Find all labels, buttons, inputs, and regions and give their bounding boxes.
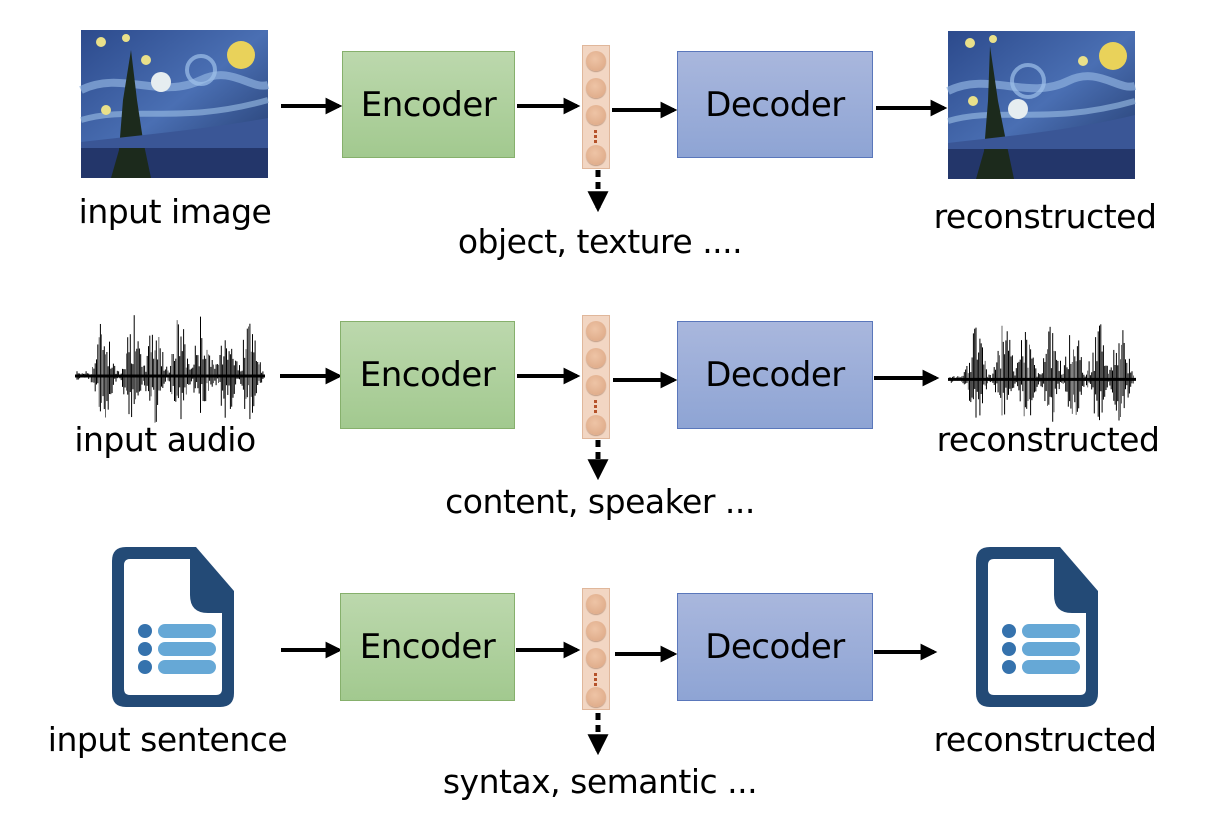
latent-node xyxy=(586,145,606,165)
ellipsis-icon xyxy=(594,673,597,688)
latent-node xyxy=(586,105,606,125)
output-label: reconstructed xyxy=(933,720,1157,759)
encoder-box: Encoder xyxy=(340,593,515,701)
ellipsis-icon xyxy=(594,400,597,415)
latent-node xyxy=(586,51,606,71)
input-label: input audio xyxy=(74,420,256,459)
ellipsis-icon xyxy=(594,130,597,145)
latent-vector xyxy=(582,588,610,710)
input-label: input sentence xyxy=(47,720,288,759)
encoder-box: Encoder xyxy=(342,51,515,158)
reconstructed-image-painting xyxy=(946,31,1137,179)
encoder-box: Encoder xyxy=(340,321,515,429)
latent-node xyxy=(586,375,606,395)
decoder-box: Decoder xyxy=(677,51,873,158)
latent-caption: content, speaker ... xyxy=(445,482,755,521)
latent-vector xyxy=(582,45,610,169)
latent-node xyxy=(586,321,606,341)
input-audio-waveform xyxy=(75,315,265,423)
latent-caption: syntax, semantic ... xyxy=(442,762,758,801)
latent-node xyxy=(586,687,606,707)
latent-node xyxy=(586,594,606,614)
reconstructed-audio-waveform xyxy=(948,324,1136,422)
input-label: input image xyxy=(78,192,272,231)
latent-vector xyxy=(582,315,610,439)
decoder-box: Decoder xyxy=(677,593,873,701)
latent-node xyxy=(586,78,606,98)
latent-node xyxy=(586,348,606,368)
reconstructed-document-icon xyxy=(976,547,1098,707)
decoder-box: Decoder xyxy=(677,321,873,429)
latent-caption: object, texture .... xyxy=(457,222,743,261)
output-label: reconstructed xyxy=(936,420,1160,459)
latent-node xyxy=(586,648,606,668)
input-image-painting xyxy=(79,30,270,178)
input-document-icon xyxy=(112,547,234,707)
output-label: reconstructed xyxy=(933,197,1157,236)
latent-node xyxy=(586,621,606,641)
latent-node xyxy=(586,415,606,435)
